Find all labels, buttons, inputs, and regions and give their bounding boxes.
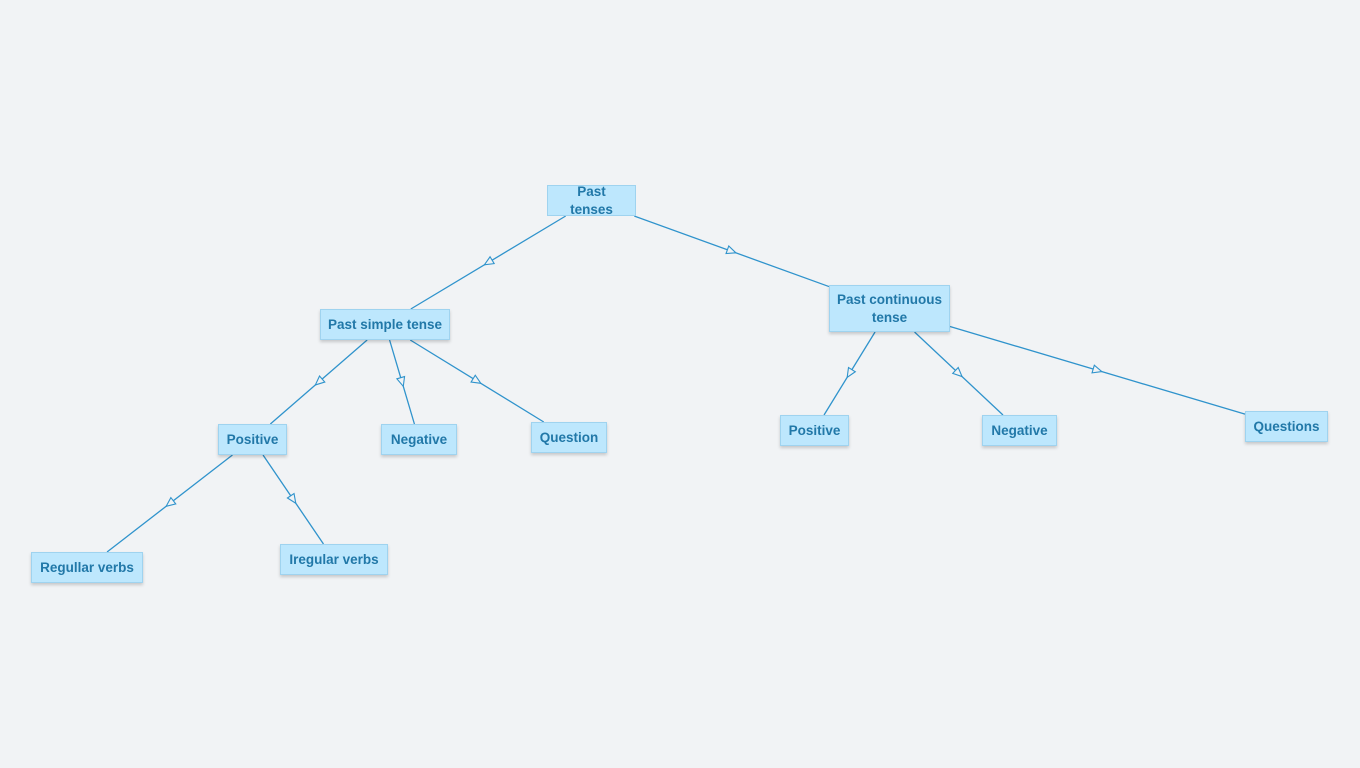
connector-past_continuous-to-cont_questions: [949, 325, 1246, 415]
arrowhead-simple_positive-to-regular_verbs: [165, 496, 177, 508]
arrowhead-past_continuous-to-cont_negative: [951, 366, 964, 378]
arrowhead-past_continuous-to-cont_positive: [846, 366, 857, 379]
node-past-tenses[interactable]: Past tenses: [547, 184, 636, 217]
node-past-simple-tense[interactable]: Past simple tense: [320, 309, 450, 340]
node-continuous-negative[interactable]: Negative: [982, 415, 1057, 446]
connector-past_simple-to-simple_question: [409, 339, 545, 423]
node-past-continuous-tense[interactable]: Past continuous tense: [829, 285, 950, 332]
connector-root-to-past_simple: [410, 215, 567, 310]
node-continuous-positive[interactable]: Positive: [780, 415, 849, 446]
arrowhead-root-to-past_simple: [483, 255, 496, 266]
arrowhead-root-to-past_continuous: [725, 245, 738, 255]
connector-simple_positive-to-irregular_verbs: [262, 454, 325, 545]
connector-root-to-past_continuous: [634, 215, 830, 288]
node-simple-positive[interactable]: Positive: [218, 424, 287, 455]
arrowhead-simple_positive-to-irregular_verbs: [286, 492, 297, 505]
arrowhead-past_continuous-to-cont_questions: [1091, 364, 1104, 374]
node-irregular-verbs[interactable]: Iregular verbs: [280, 544, 388, 575]
arrowhead-past_simple-to-simple_negative: [395, 375, 406, 388]
connector-simple_positive-to-regular_verbs: [106, 454, 233, 553]
node-simple-negative[interactable]: Negative: [381, 424, 457, 455]
arrowhead-past_simple-to-simple_positive: [314, 375, 326, 386]
node-continuous-questions[interactable]: Questions: [1245, 411, 1328, 442]
node-regular-verbs[interactable]: Regullar verbs: [31, 552, 143, 583]
node-simple-question[interactable]: Question: [531, 422, 607, 453]
connector-past_simple-to-simple_negative: [388, 339, 416, 425]
connector-past_continuous-to-cont_negative: [914, 331, 1004, 416]
connector-past_continuous-to-cont_positive: [823, 331, 876, 416]
arrowhead-past_simple-to-simple_question: [470, 374, 482, 385]
connector-past_simple-to-simple_positive: [269, 339, 368, 425]
